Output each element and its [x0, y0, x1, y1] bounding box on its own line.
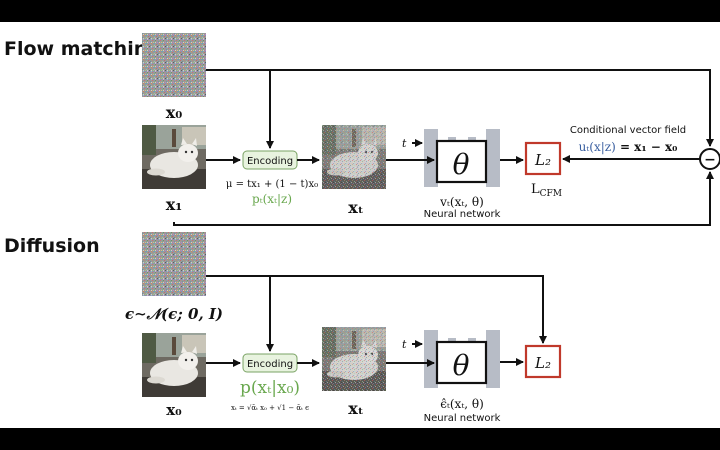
- flow-t-input-label: t: [402, 137, 407, 150]
- diffusion-x0-cat-image: [142, 333, 206, 397]
- flow-encoding-label: Encoding: [247, 156, 293, 167]
- diffusion-neural-network-icon: θ: [424, 330, 500, 388]
- flow-loss-box: L₂: [524, 141, 562, 176]
- diffusion-loss-box: L₂: [524, 344, 562, 379]
- flow-x0-noise-image: [142, 33, 206, 97]
- diffusion-eps-label: ϵ∼𝒩(ϵ; 0, I): [125, 305, 223, 323]
- flow-loss-label: L₂: [534, 151, 551, 169]
- flow-encoding-block[interactable]: Encoding: [242, 150, 298, 170]
- flow-neural-network-icon: θ: [424, 129, 500, 187]
- cvf-formula: uₜ(x|z) = x₁ − x₀: [579, 140, 678, 154]
- diffusion-t-input-label: t: [402, 338, 407, 351]
- diffusion-theta: θ: [453, 349, 470, 382]
- diffusion-title: Diffusion: [4, 235, 100, 257]
- diffusion-xt-label: xₜ: [348, 399, 364, 418]
- diffusion-xt-formula: xₜ = √ᾱₜ x₀ + √1 − ᾱₜ ϵ: [231, 404, 309, 412]
- diffusion-encoding-label: Encoding: [247, 359, 293, 370]
- diffusion-loss-label: L₂: [534, 354, 551, 372]
- flow-pt-formula: pₜ(xₜ|z): [252, 192, 292, 206]
- flow-x1-cat-image: [142, 125, 206, 189]
- diffusion-x0-label: x₀: [166, 401, 182, 419]
- flow-vt-label: vₜ(xₜ, θ): [439, 195, 484, 209]
- flow-nn-label: Neural network: [424, 209, 501, 220]
- letterbox-bottom: [0, 428, 720, 450]
- flow-lcfm-label: LCFM: [531, 182, 562, 199]
- diagram-svg: Flow matching x₀ x₁ Encoding μ = tx₁ + (…: [4, 33, 720, 424]
- flow-xt-noisy-image: [322, 125, 386, 189]
- svg-text:−: −: [704, 152, 716, 168]
- letterbox-top: [0, 0, 720, 22]
- flow-x0-label: x₀: [166, 103, 183, 122]
- flow-theta: θ: [453, 148, 470, 181]
- diffusion-eps-hat-label: ϵ̂ₜ(xₜ, θ): [440, 397, 484, 411]
- flow-x1-label: x₁: [166, 195, 183, 214]
- flow-xt-label: xₜ: [348, 198, 364, 217]
- diffusion-encoding-block[interactable]: Encoding: [242, 353, 298, 373]
- subtract-circle-icon: −: [699, 148, 720, 170]
- diffusion-xt-noisy-image: [322, 327, 386, 391]
- flow-matching-title: Flow matching: [4, 38, 161, 60]
- diagram-canvas: Flow matching x₀ x₁ Encoding μ = tx₁ + (…: [0, 22, 720, 428]
- diffusion-p-formula: p(xₜ|x₀): [240, 378, 300, 398]
- cvf-title: Conditional vector field: [570, 125, 686, 136]
- flow-connectors: [173, 69, 714, 226]
- diffusion-noise-image: [142, 232, 206, 296]
- diffusion-connectors: [206, 275, 547, 367]
- diffusion-nn-label: Neural network: [424, 413, 501, 424]
- flow-mu-formula: μ = tx₁ + (1 − t)x₀: [226, 179, 318, 190]
